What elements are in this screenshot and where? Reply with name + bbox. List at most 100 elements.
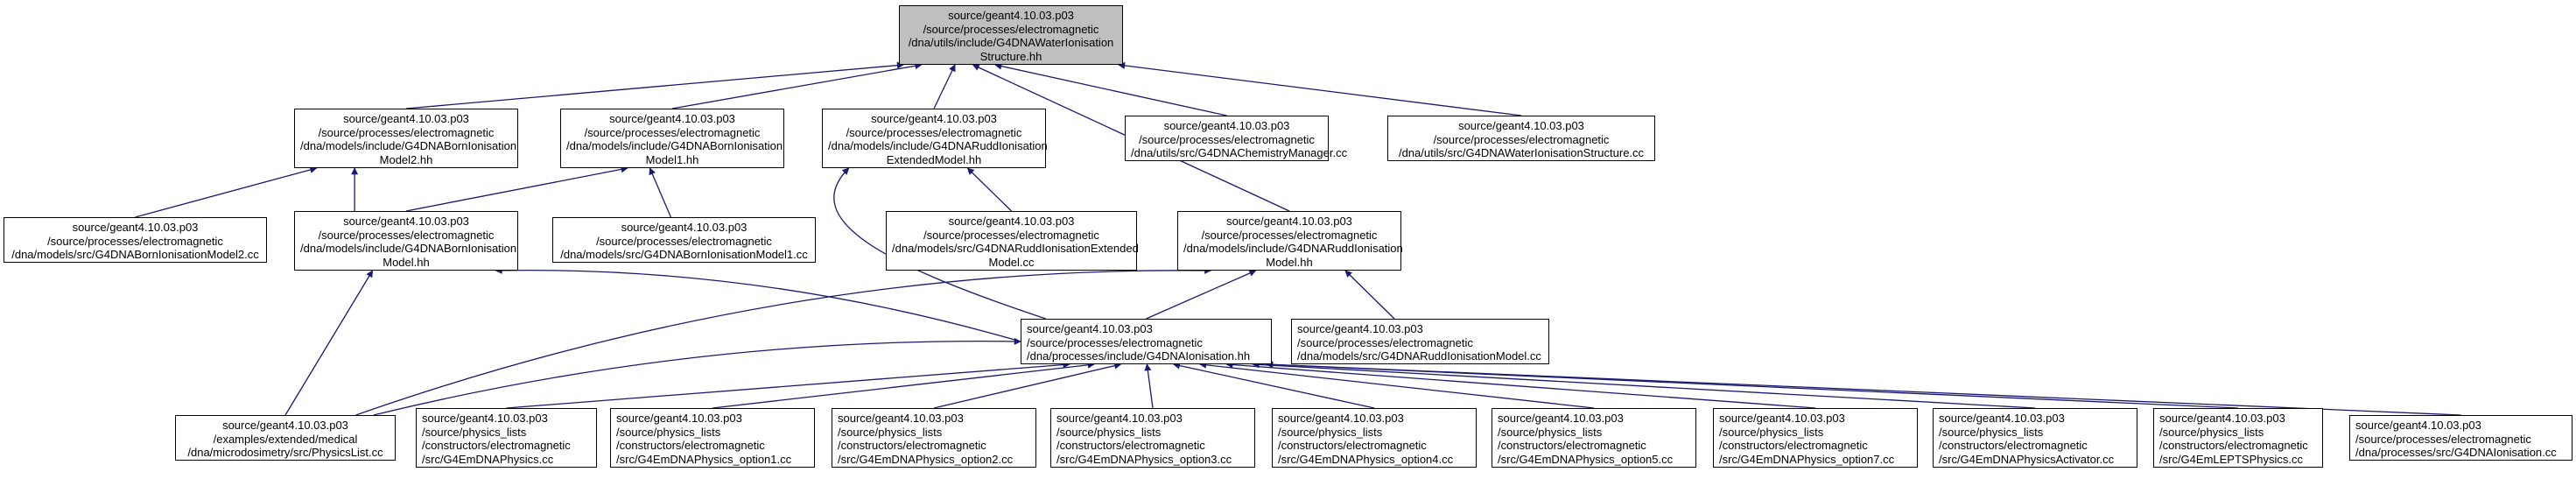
node-label-line: /dna/utils/src/G4DNAChemistryManager.cc xyxy=(1131,146,1348,159)
node-label-line: /source/processes/electromagnetic xyxy=(1139,132,1315,146)
node-label-line: /src/G4EmDNAPhysics_option5.cc xyxy=(1498,452,1674,466)
edge-em-dna-opt1-cc-to-ionisation-hh xyxy=(712,361,1095,409)
edge-rudd-ext-cc-to-rudd-ext-hh xyxy=(966,167,1012,212)
node-born-model-hh[interactable]: source/geant4.10.03.p03/source/processes… xyxy=(294,211,518,271)
node-label-line: /src/G4EmDNAPhysics_option7.cc xyxy=(1719,452,1895,466)
node-label-line: source/geant4.10.03.p03 xyxy=(1458,119,1584,132)
node-label-line: Model2.hh xyxy=(379,152,433,166)
node-em-dna-opt1-cc[interactable]: source/geant4.10.03.p03/source/physics_l… xyxy=(610,408,815,468)
node-label-line: /source/processes/electromagnetic xyxy=(1201,228,1378,242)
edge-ionisation-cc-to-ionisation-hh xyxy=(1266,361,2461,416)
node-label-line: Model.hh xyxy=(383,255,430,269)
node-label-line: /constructors/electromagnetic xyxy=(422,439,571,452)
node-ionisation-cc[interactable]: source/geant4.10.03.p03/source/processes… xyxy=(2349,415,2572,461)
node-label-line: /dna/utils/src/G4DNAWaterIonisationStruc… xyxy=(1398,146,1645,159)
node-rudd-ext-hh[interactable]: source/geant4.10.03.p03/source/processes… xyxy=(822,109,1048,168)
node-label-line: /source/processes/electromagnetic xyxy=(318,125,495,139)
node-chem-manager-cc[interactable]: source/geant4.10.03.p03/source/processes… xyxy=(1125,116,1348,161)
node-label-line: /dna/utils/include/G4DNAWaterIonisation xyxy=(908,36,1114,49)
node-label-line: source/geant4.10.03.p03 xyxy=(1226,215,1352,228)
node-em-dna-opt7-cc[interactable]: source/geant4.10.03.p03/source/physics_l… xyxy=(1713,408,1918,468)
node-label-line: Model1.hh xyxy=(645,152,699,166)
node-rudd-ext-cc[interactable]: source/geant4.10.03.p03/source/processes… xyxy=(886,211,1139,271)
node-label-line: /dna/models/include/G4DNARuddIonisation xyxy=(828,139,1048,152)
node-rudd-model-hh[interactable]: source/geant4.10.03.p03/source/processes… xyxy=(1177,211,1403,271)
edge-born-model2-hh-to-root xyxy=(405,61,904,109)
node-label-line: /source/physics_lists xyxy=(1939,425,2044,439)
node-label-line: source/geant4.10.03.p03 xyxy=(871,112,997,125)
node-label-line: /constructors/electromagnetic xyxy=(1719,439,1868,452)
node-em-dna-physics-cc[interactable]: source/geant4.10.03.p03/source/physics_l… xyxy=(416,408,597,468)
node-label-line: /examples/extended/medical xyxy=(213,432,358,446)
edge-rudd-ext-hh-to-root xyxy=(933,64,956,109)
node-em-dna-activator-cc[interactable]: source/geant4.10.03.p03/source/physics_l… xyxy=(1933,408,2137,468)
node-water-struct-cc[interactable]: source/geant4.10.03.p03/source/processes… xyxy=(1387,116,1655,161)
node-label-line: source/geant4.10.03.p03 xyxy=(1027,322,1153,335)
edge-water-struct-cc-to-root xyxy=(1118,61,1522,116)
node-label-line: /dna/models/src/G4DNABornIonisationModel… xyxy=(11,248,259,261)
edge-em-dna-opt2-cc-to-ionisation-hh xyxy=(933,362,1122,409)
edge-physicslist-cc-to-ionisation-hh xyxy=(373,337,1021,416)
node-physicslist-cc[interactable]: source/geant4.10.03.p03/examples/extende… xyxy=(175,415,396,461)
node-label-line: /constructors/electromagnetic xyxy=(1939,439,2088,452)
node-em-dna-opt2-cc[interactable]: source/geant4.10.03.p03/source/physics_l… xyxy=(832,408,1036,468)
node-label-line: /src/G4EmDNAPhysics_option2.cc xyxy=(838,452,1014,466)
node-born-model2-cc[interactable]: source/geant4.10.03.p03/source/processes… xyxy=(4,217,267,263)
node-ionisation-hh[interactable]: source/geant4.10.03.p03/source/processes… xyxy=(1021,319,1272,364)
node-label-line: source/geant4.10.03.p03 xyxy=(2159,412,2285,425)
edge-em-dna-opt3-cc-to-ionisation-hh xyxy=(1144,363,1154,409)
node-em-lepts-cc[interactable]: source/geant4.10.03.p03/source/physics_l… xyxy=(2153,408,2323,468)
node-born-model1-cc[interactable]: source/geant4.10.03.p03/source/processes… xyxy=(552,217,816,263)
edge-chem-manager-cc-to-root xyxy=(994,62,1227,116)
node-label-line: source/geant4.10.03.p03 xyxy=(1163,119,1290,132)
node-label-line: /constructors/electromagnetic xyxy=(1278,439,1427,452)
edge-physicslist-cc-to-rudd-model-hh xyxy=(355,266,1212,416)
node-label-line: /source/physics_lists xyxy=(1498,425,1603,439)
node-label-line: /dna/processes/include/G4DNAIonisation.h… xyxy=(1027,349,1251,363)
node-em-dna-opt5-cc[interactable]: source/geant4.10.03.p03/source/physics_l… xyxy=(1492,408,1696,468)
node-label-line: /src/G4EmDNAPhysics.cc xyxy=(422,452,554,466)
edge-ionisation-hh-to-born-model-hh xyxy=(495,266,1021,342)
node-label-line: /dna/models/include/G4DNABornIonisation xyxy=(300,242,517,255)
edges-layer xyxy=(135,61,2461,416)
node-label-line: /constructors/electromagnetic xyxy=(1498,439,1646,452)
node-em-dna-opt4-cc[interactable]: source/geant4.10.03.p03/source/physics_l… xyxy=(1272,408,1477,468)
node-label-line: /constructors/electromagnetic xyxy=(2159,439,2308,452)
node-label-line: ExtendedModel.hh xyxy=(886,152,982,166)
node-label-line: /source/physics_lists xyxy=(2159,425,2264,439)
node-label-line: /dna/models/include/G4DNABornIonisation xyxy=(300,139,517,152)
node-label-line: /source/processes/electromagnetic xyxy=(596,234,772,248)
edge-born-model2-cc-to-born-model2-hh xyxy=(135,166,318,218)
node-label-line: /src/G4EmDNAPhysics_option1.cc xyxy=(616,452,792,466)
edge-em-dna-activator-cc-to-ionisation-hh xyxy=(1252,361,2036,409)
node-label-line: /src/G4EmDNAPhysics_option3.cc xyxy=(1056,452,1232,466)
node-label-line: Model.cc xyxy=(988,255,1035,269)
node-rudd-model-cc[interactable]: source/geant4.10.03.p03/source/processes… xyxy=(1291,319,1549,364)
node-label-line: /source/physics_lists xyxy=(1278,425,1383,439)
node-label-line: /source/processes/electromagnetic xyxy=(1433,132,1610,146)
node-label-line: /source/processes/electromagnetic xyxy=(923,228,1099,242)
node-label-line: /dna/models/src/G4DNARuddIonisationExten… xyxy=(892,242,1139,255)
node-label-line: source/geant4.10.03.p03 xyxy=(616,412,742,425)
node-label-line: source/geant4.10.03.p03 xyxy=(621,221,748,234)
node-label-line: /source/processes/electromagnetic xyxy=(923,22,1099,36)
node-label-line: source/geant4.10.03.p03 xyxy=(948,9,1074,22)
node-label-line: source/geant4.10.03.p03 xyxy=(1939,412,2065,425)
node-born-model1-hh[interactable]: source/geant4.10.03.p03/source/processes… xyxy=(560,109,784,168)
node-label-line: /source/physics_lists xyxy=(616,425,721,439)
node-label-line: source/geant4.10.03.p03 xyxy=(1056,412,1183,425)
node-label-line: /source/processes/electromagnetic xyxy=(1027,335,1203,349)
node-label-line: source/geant4.10.03.p03 xyxy=(222,419,348,432)
node-born-model2-hh[interactable]: source/geant4.10.03.p03/source/processes… xyxy=(294,109,518,168)
node-label-line: source/geant4.10.03.p03 xyxy=(609,112,735,125)
node-label-line: /source/physics_lists xyxy=(1056,425,1162,439)
node-label-line: source/geant4.10.03.p03 xyxy=(1498,412,1624,425)
node-label-line: /constructors/electromagnetic xyxy=(616,439,765,452)
node-label-line: source/geant4.10.03.p03 xyxy=(1297,322,1423,335)
node-label-line: /dna/models/include/G4DNARuddIonisation xyxy=(1183,242,1403,255)
node-label-line: /source/physics_lists xyxy=(838,425,943,439)
node-em-dna-opt3-cc[interactable]: source/geant4.10.03.p03/source/physics_l… xyxy=(1050,408,1255,468)
node-label-line: /dna/processes/src/G4DNAIonisation.cc xyxy=(2355,446,2557,459)
node-label-line: source/geant4.10.03.p03 xyxy=(422,412,548,425)
